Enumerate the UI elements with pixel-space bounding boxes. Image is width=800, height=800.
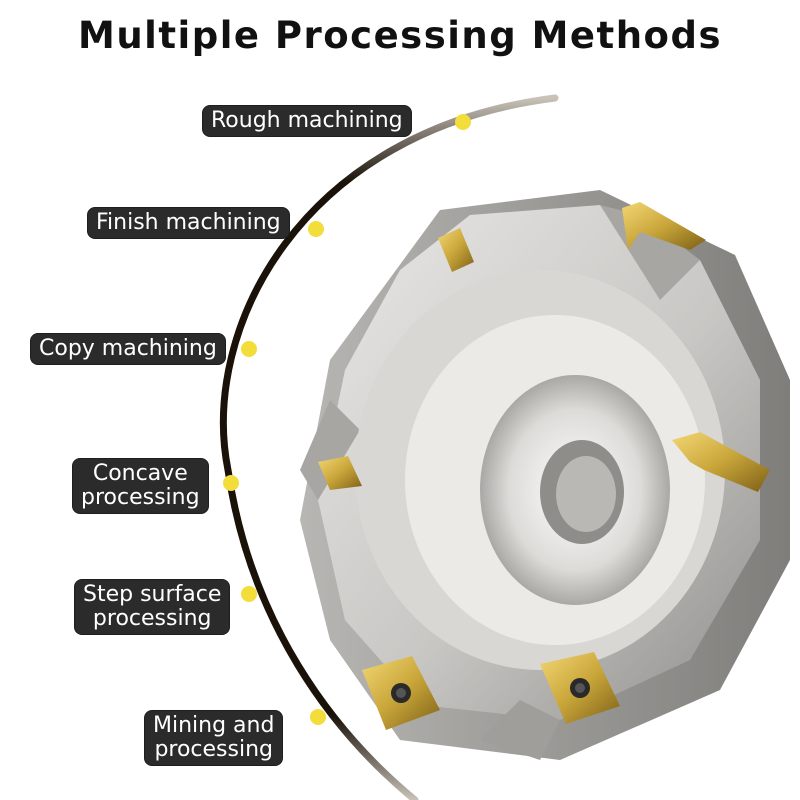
method-label-step-surface-processing: Step surface processing [75, 580, 230, 634]
method-label-finish-machining: Finish machining [88, 208, 289, 238]
method-label-line: Copy machining [39, 336, 217, 361]
method-label-concave-processing: Concave processing [73, 459, 208, 513]
method-label-copy-machining: Copy machining [31, 334, 225, 364]
process-dot-icon [455, 114, 471, 130]
insert-bottom-right [540, 652, 620, 724]
insert-top-right [622, 202, 706, 250]
timeline-arc [219, 94, 559, 800]
process-dot-icon [241, 586, 257, 602]
page-title: Multiple Processing Methods [78, 14, 722, 57]
method-label-line: Mining and [153, 713, 275, 738]
method-label-line: Finish machining [96, 210, 281, 235]
method-label-line: Rough machining [211, 108, 403, 133]
method-label-line: processing [92, 606, 212, 631]
insert-bottom-left [362, 656, 440, 730]
process-dot-icon [310, 709, 326, 725]
process-dot-icon [308, 221, 324, 237]
method-label-line: processing [81, 485, 200, 510]
method-label-line: processing [154, 737, 273, 762]
method-label-mining-and-processing: Mining and processing [145, 711, 283, 765]
process-dot-icon [223, 475, 239, 491]
cutter-body [300, 190, 790, 760]
insert-top-left [438, 228, 474, 272]
process-dot-icon [241, 341, 257, 357]
method-label-rough-machining: Rough machining [203, 106, 411, 136]
method-label-line: Step surface [83, 582, 222, 607]
method-label-line: Concave [92, 461, 188, 486]
insert-right [672, 432, 770, 492]
insert-left [318, 456, 362, 490]
